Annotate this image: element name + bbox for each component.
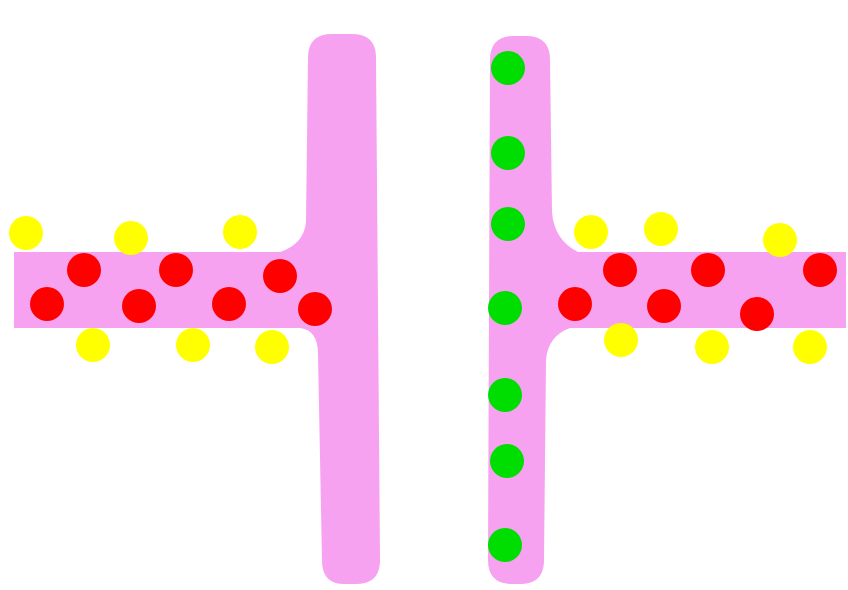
- left-structure: [9, 34, 380, 584]
- right-green-dot-1: [491, 51, 525, 85]
- left-yellow-dot-6: [255, 330, 289, 364]
- right-green-dot-4: [488, 291, 522, 325]
- right-green-dot-7: [488, 528, 522, 562]
- right-yellow-dot-1: [574, 215, 608, 249]
- left-yellow-dot-3: [223, 215, 257, 249]
- right-yellow-dot-2: [644, 212, 678, 246]
- right-red-dot-4: [558, 287, 592, 321]
- left-yellow-dot-1: [9, 216, 43, 250]
- right-green-dot-5: [488, 378, 522, 412]
- right-green-dot-6: [490, 444, 524, 478]
- right-green-dot-2: [491, 136, 525, 170]
- left-yellow-dot-4: [76, 328, 110, 362]
- left-red-dot-4: [30, 287, 64, 321]
- right-structure: [488, 36, 846, 584]
- right-red-dot-1: [603, 253, 637, 287]
- left-red-dot-6: [212, 287, 246, 321]
- right-red-dot-3: [803, 253, 837, 287]
- left-yellow-dot-2: [114, 221, 148, 255]
- right-yellow-dot-6: [793, 330, 827, 364]
- left-yellow-dot-5: [176, 328, 210, 362]
- left-red-dot-5: [122, 289, 156, 323]
- right-yellow-dot-5: [695, 330, 729, 364]
- right-yellow-dot-4: [604, 323, 638, 357]
- right-yellow-dot-3: [763, 223, 797, 257]
- right-red-dot-6: [740, 297, 774, 331]
- left-red-dot-1: [67, 253, 101, 287]
- right-green-dot-3: [491, 207, 525, 241]
- left-red-dot-7: [298, 292, 332, 326]
- right-red-dot-2: [691, 253, 725, 287]
- right-red-dot-5: [647, 289, 681, 323]
- left-red-dot-3: [263, 259, 297, 293]
- left-red-dot-2: [159, 253, 193, 287]
